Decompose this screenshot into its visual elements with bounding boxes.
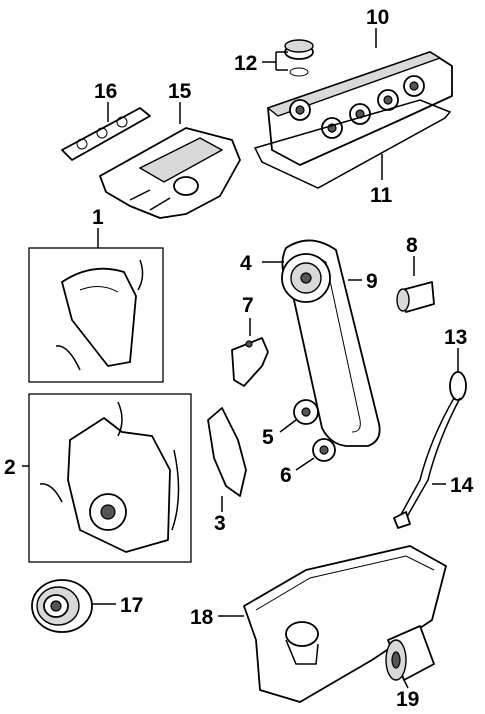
callout-7: 7 [242, 294, 254, 317]
callout-11: 11 [370, 184, 393, 207]
callout-box-1 [28, 247, 164, 383]
valve-cover [266, 51, 453, 166]
callout-2: 2 [4, 456, 16, 479]
callout-17: 17 [120, 594, 143, 617]
callout-12: 12 [234, 52, 257, 75]
callout-14: 14 [450, 474, 474, 497]
oil-filler-cap [284, 39, 314, 77]
oil-pan [243, 545, 447, 703]
upper-timing-cover [55, 259, 144, 371]
callout-8: 8 [406, 234, 418, 257]
seal-bushing [396, 281, 435, 313]
intake-manifold [99, 127, 241, 219]
callout-16: 16 [94, 80, 117, 103]
belt-tensioner [231, 337, 269, 387]
callout-15: 15 [168, 80, 192, 103]
lower-timing-cover [39, 401, 180, 553]
callout-6: 6 [280, 464, 292, 487]
callout-5: 5 [262, 426, 274, 449]
callout-3: 3 [214, 512, 226, 535]
callout-19: 19 [396, 688, 419, 711]
valve-cover-gasket [253, 99, 452, 189]
callout-4: 4 [240, 252, 252, 275]
callout-box-2 [28, 393, 192, 563]
callout-10: 10 [366, 6, 389, 29]
oil-filter [385, 625, 435, 681]
crankshaft-sprocket [293, 399, 319, 425]
callout-13: 13 [444, 326, 467, 349]
oil-dipstick [393, 371, 467, 529]
crankshaft-pulley [31, 579, 93, 633]
camshaft-sprocket [281, 253, 331, 303]
leader-lines [22, 28, 459, 689]
callout-1: 1 [92, 206, 104, 229]
timing-belt-plate [207, 407, 247, 497]
intake-manifold-gasket [61, 107, 151, 161]
callout-9: 9 [366, 270, 378, 293]
idler-pulley [312, 438, 336, 462]
callout-18: 18 [190, 606, 214, 629]
